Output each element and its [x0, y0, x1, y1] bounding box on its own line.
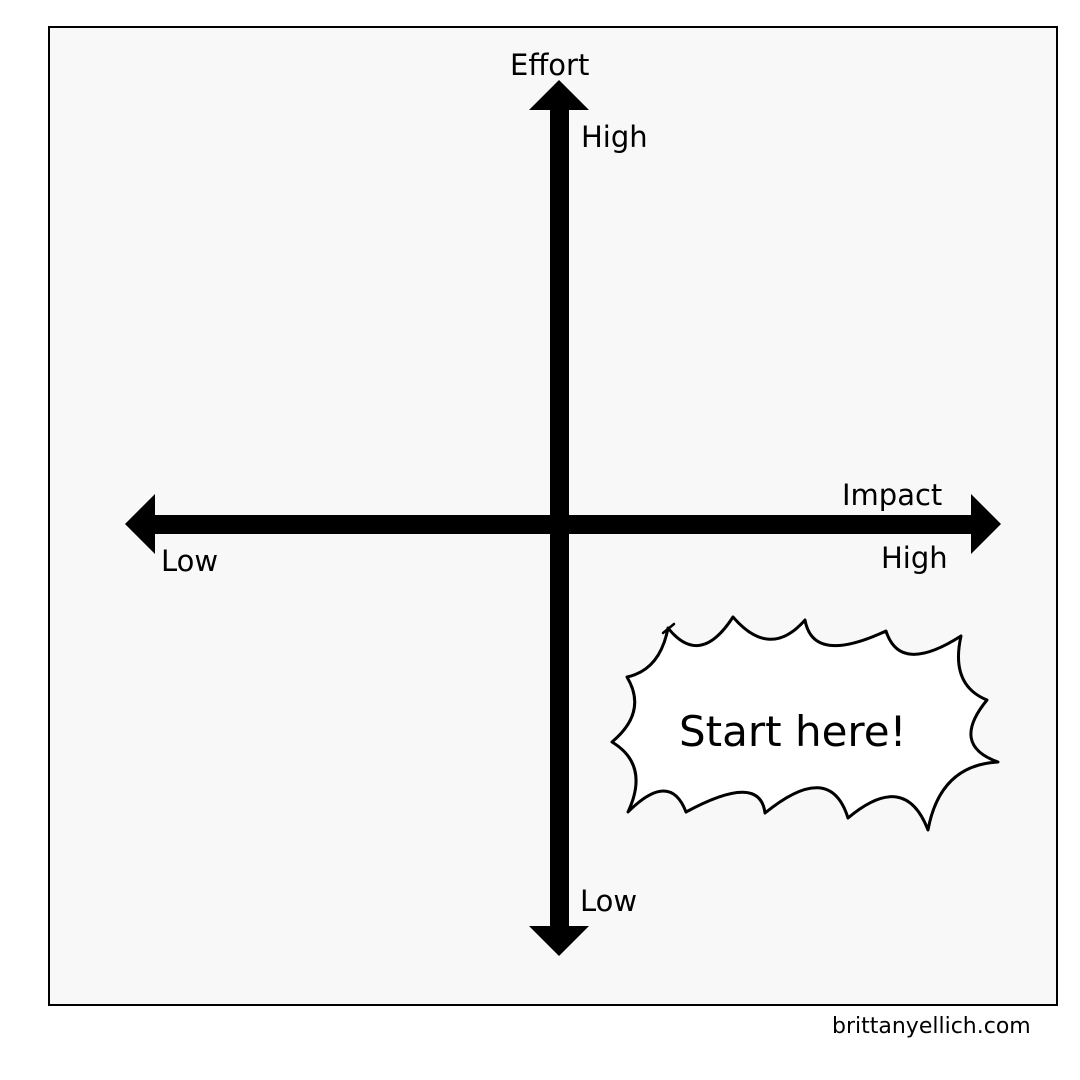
callout-burst-shape	[610, 615, 1000, 832]
effort-axis-title: Effort	[510, 48, 589, 82]
impact-axis	[125, 494, 1001, 554]
impact-axis-line	[150, 515, 976, 534]
effort-axis-bottom-arrowhead	[529, 926, 589, 956]
effort-axis-top-arrowhead	[529, 80, 589, 110]
impact-axis-title: Impact	[842, 478, 942, 512]
impact-axis-left-arrowhead	[125, 494, 155, 554]
impact-axis-right-arrowhead	[971, 494, 1001, 554]
callout-pen-mark	[661, 622, 676, 635]
callout-text: Start here!	[679, 707, 906, 756]
effort-low-label: Low	[580, 884, 637, 918]
impact-low-label: Low	[161, 544, 218, 578]
impact-high-label: High	[881, 541, 948, 575]
credit-text: brittanyellich.com	[832, 1014, 1031, 1039]
effort-high-label: High	[581, 120, 648, 154]
start-here-callout: Start here!	[610, 615, 1000, 832]
